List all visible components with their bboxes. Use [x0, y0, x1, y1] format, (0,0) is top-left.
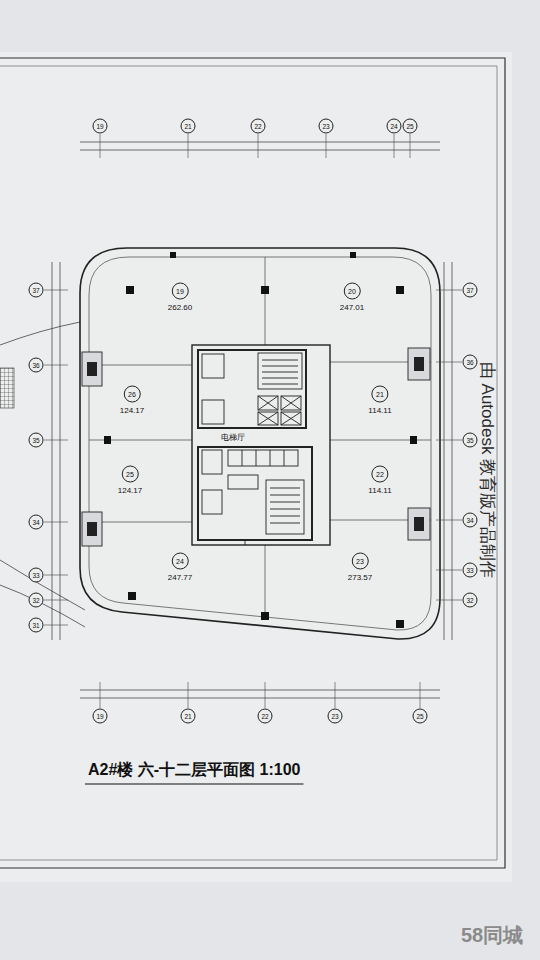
axis-leader	[420, 682, 421, 708]
room-area: 273.57	[347, 573, 373, 582]
drawing-title: A2#楼 六-十二层平面图 1:100	[88, 760, 301, 781]
axis-leader	[258, 134, 259, 158]
building-outline	[80, 248, 440, 639]
axis-number: 37	[463, 283, 478, 298]
sheet	[0, 52, 512, 882]
room-tag: 25 124.17	[117, 466, 143, 495]
watermark-logo: 58同城	[461, 922, 523, 949]
room-number: 26	[124, 386, 141, 403]
room-number: 24	[172, 553, 189, 570]
columns	[104, 252, 417, 628]
room-tag: 26 124.17	[119, 386, 145, 415]
axis-number: 36	[29, 358, 44, 373]
axis-leader	[44, 600, 68, 601]
axis-number: 23	[328, 709, 343, 724]
axis-number: 32	[463, 593, 478, 608]
axis-number: 21	[181, 119, 196, 134]
axis-number: 21	[181, 709, 196, 724]
axis-number: 34	[463, 513, 478, 528]
axis-number: 19	[93, 709, 108, 724]
axis-number: 36	[463, 355, 478, 370]
watermark: 由 Autodesk 教育版产品制作	[476, 362, 499, 578]
axis-number: 31	[29, 618, 44, 633]
axis-leader	[100, 134, 101, 158]
axis-leader	[436, 440, 462, 441]
room-area: 247.77	[167, 573, 193, 582]
axis-number: 22	[258, 709, 273, 724]
axis-number: 22	[251, 119, 266, 134]
axis-leader	[436, 570, 462, 571]
room-area: 124.17	[119, 406, 145, 415]
axis-leader	[394, 134, 395, 158]
axis-leader	[436, 520, 462, 521]
frame-inner	[0, 66, 497, 860]
axis-leader	[188, 682, 189, 708]
room-tag: 20 247.01	[339, 283, 365, 312]
axis-leader	[436, 600, 462, 601]
axis-leader	[410, 134, 411, 158]
axis-number: 23	[319, 119, 334, 134]
room-number: 20	[344, 283, 361, 300]
dimension-lines	[52, 142, 452, 698]
axis-number: 33	[463, 563, 478, 578]
curtain-wall	[89, 257, 431, 630]
axis-leader	[44, 575, 68, 576]
partitions	[89, 257, 431, 620]
axis-number: 25	[403, 119, 418, 134]
axis-leader	[44, 290, 68, 291]
axis-leader	[188, 134, 189, 158]
site-grid	[0, 368, 14, 408]
title-underline	[85, 783, 304, 784]
axis-number: 35	[29, 433, 44, 448]
axis-number: 37	[29, 283, 44, 298]
axis-leader	[326, 134, 327, 158]
core	[198, 350, 312, 545]
room-area: 124.17	[117, 486, 143, 495]
site-line	[0, 322, 80, 345]
room-tag: 19 262.60	[167, 283, 193, 312]
room-area: 114.11	[367, 486, 392, 495]
axis-leader	[44, 625, 68, 626]
room-tag: 21 114.11	[367, 386, 392, 415]
room-label: 电梯厅	[220, 432, 246, 443]
axis-number: 32	[29, 593, 44, 608]
perimeter-shafts	[82, 348, 430, 546]
axis-leader	[436, 362, 462, 363]
site-line	[0, 560, 85, 610]
axis-leader	[44, 440, 68, 441]
room-number: 22	[372, 466, 389, 483]
axis-leader	[100, 682, 101, 708]
axis-number: 24	[387, 119, 402, 134]
room-number: 23	[352, 553, 369, 570]
frame	[0, 58, 505, 868]
axis-number: 34	[29, 515, 44, 530]
room-area: 114.11	[367, 406, 392, 415]
core-outline	[192, 345, 330, 545]
axis-number: 33	[29, 568, 44, 583]
axis-leader	[44, 365, 68, 366]
room-area: 262.60	[167, 303, 193, 312]
axis-leader	[265, 682, 266, 708]
room-number: 25	[122, 466, 139, 483]
axis-leader	[44, 522, 68, 523]
axis-leader	[436, 290, 462, 291]
axis-number: 35	[463, 433, 478, 448]
axis-number: 19	[93, 119, 108, 134]
axis-number: 25	[413, 709, 428, 724]
room-number: 19	[172, 283, 189, 300]
room-tag: 24 247.77	[167, 553, 193, 582]
axis-leader	[335, 682, 336, 708]
room-area: 247.01	[339, 303, 365, 312]
room-tag: 23 273.57	[347, 553, 373, 582]
room-tag: 22 114.11	[367, 466, 392, 495]
room-number: 21	[372, 386, 389, 403]
